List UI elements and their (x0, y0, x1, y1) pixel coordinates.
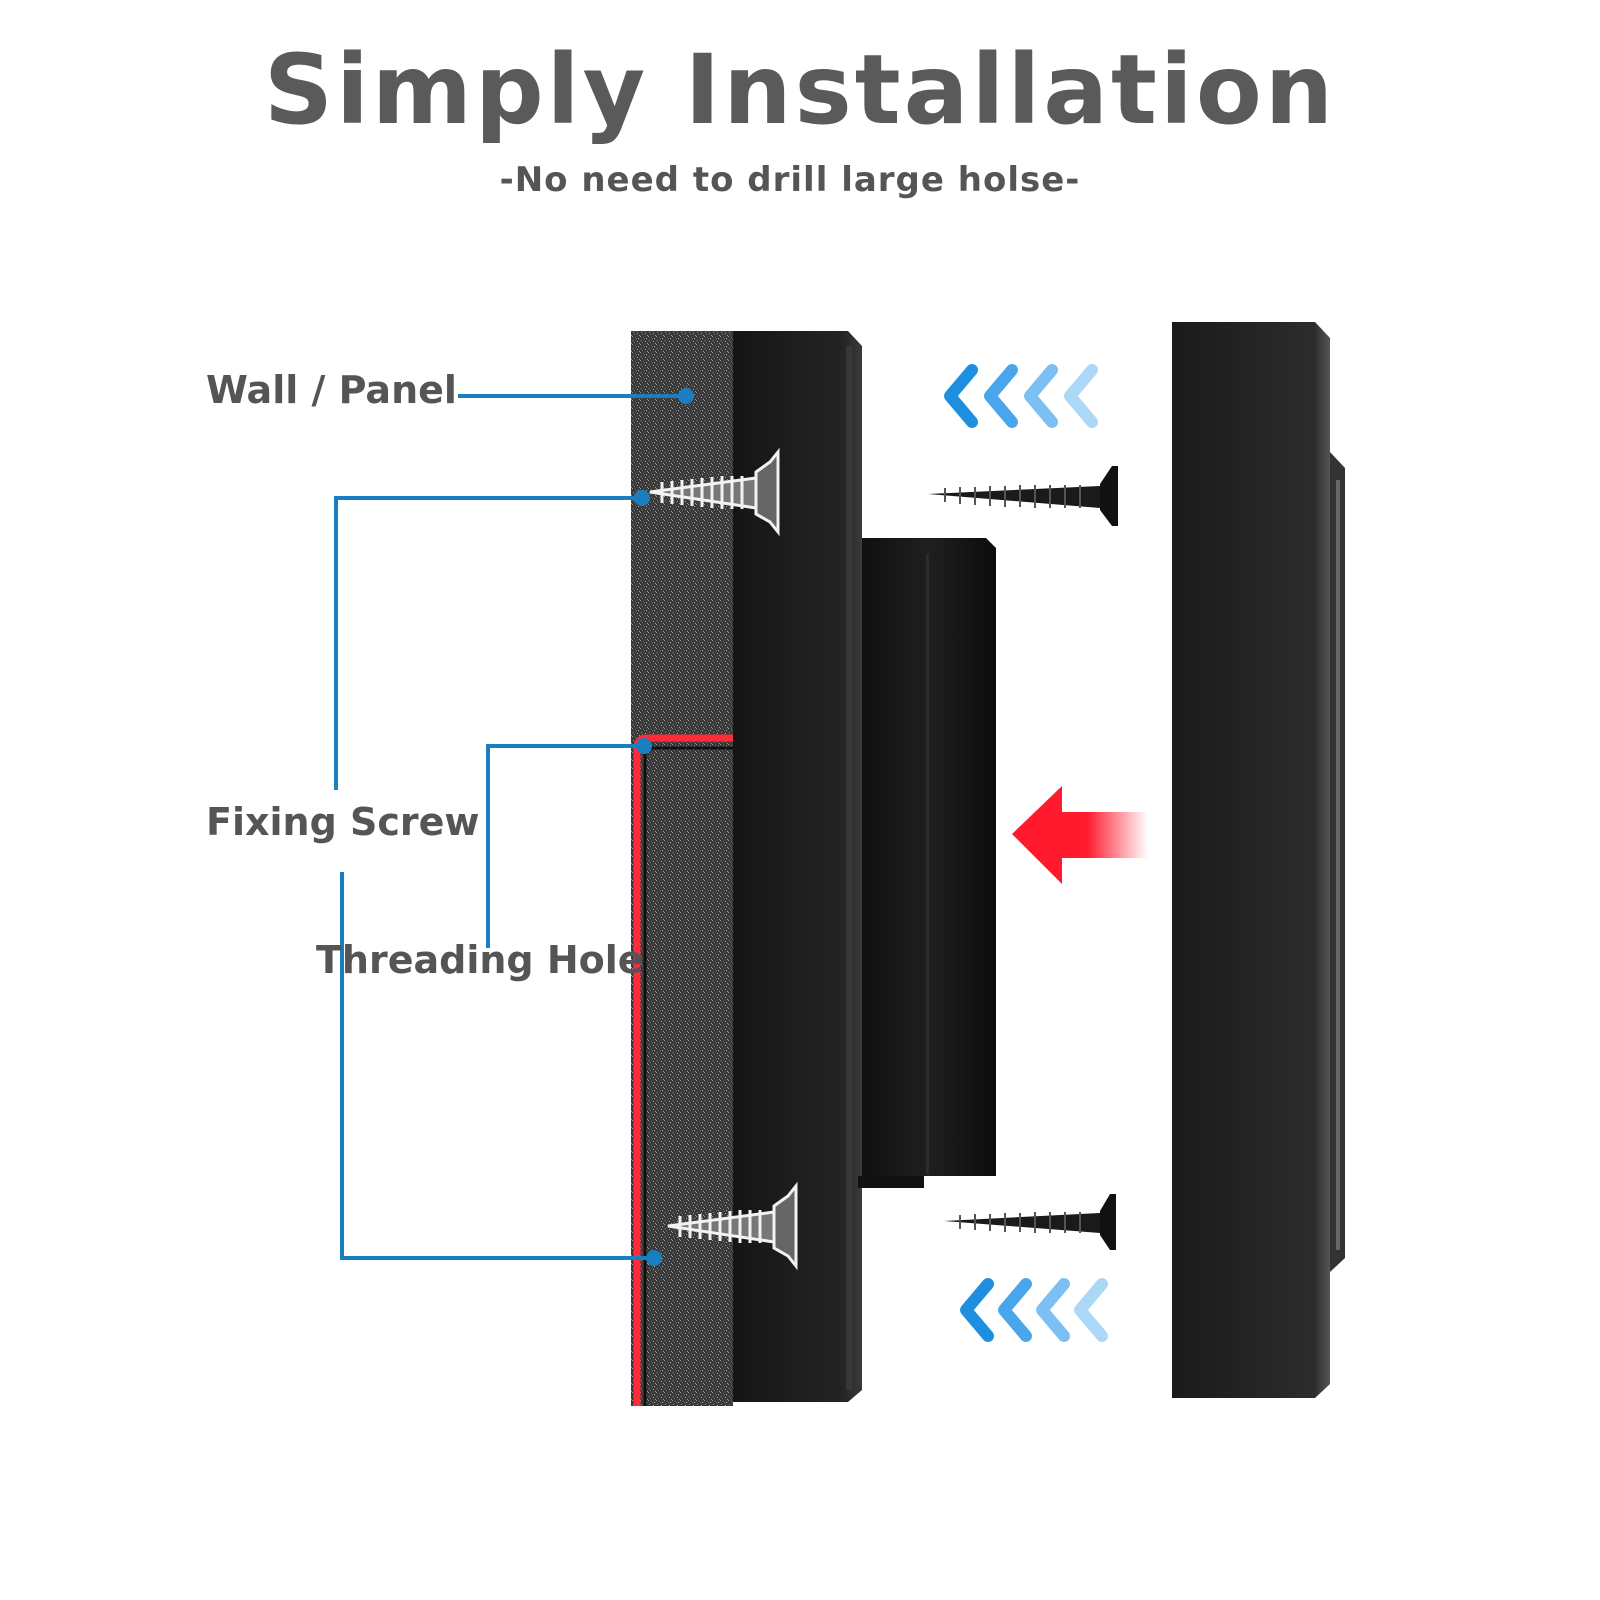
label-wall-panel: Wall / Panel (206, 368, 457, 412)
screw-bottom-installed (667, 1181, 798, 1271)
callout-screw-bottom-line (340, 872, 654, 1260)
chevron-arrows-bottom (960, 1278, 1108, 1342)
red-arrow-icon (1012, 786, 1148, 884)
screw-bottom-loose (944, 1194, 1116, 1250)
callout-screw-bottom-dot (646, 1250, 662, 1266)
callout-wall-dot (678, 388, 694, 404)
callout-screw-top-dot (634, 490, 650, 506)
screw-top-loose (928, 466, 1118, 526)
label-threading-hole: Threading Hole (316, 938, 644, 982)
callout-screw-top-line (334, 496, 642, 790)
callout-hole-line (486, 744, 644, 948)
callout-dots (634, 388, 694, 1266)
page-title: Simply Installation (263, 34, 1337, 146)
label-fixing-screw: Fixing Screw (206, 800, 480, 844)
cover-plate (1172, 322, 1345, 1398)
screw-top-installed (649, 447, 780, 537)
chevron-arrows-top (944, 364, 1098, 428)
callout-lines (334, 394, 686, 1260)
page-subtitle: -No need to drill large holse- (499, 160, 1081, 200)
callout-hole-dot (636, 738, 652, 754)
junction-box (858, 538, 996, 1188)
mounting-plate (733, 331, 862, 1402)
